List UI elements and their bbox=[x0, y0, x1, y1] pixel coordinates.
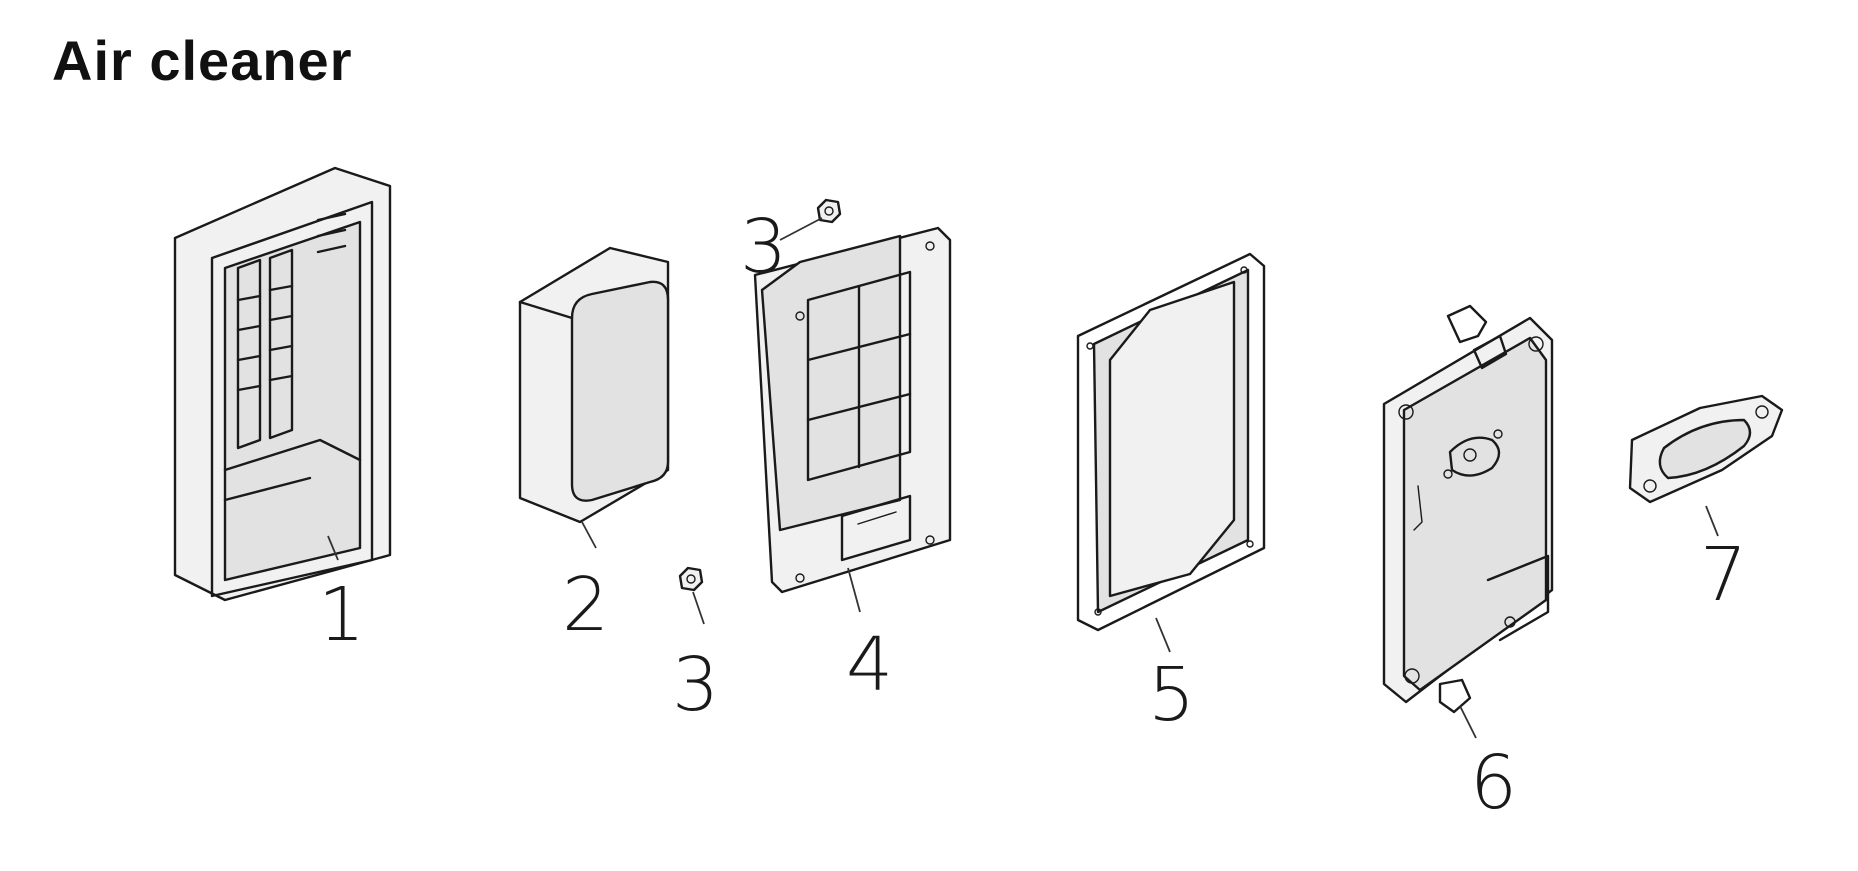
leader-7 bbox=[1705, 505, 1719, 537]
callout-4: 4 bbox=[846, 622, 893, 708]
callout-6: 6 bbox=[1470, 740, 1517, 826]
callout-2: 2 bbox=[562, 562, 609, 648]
leader-6 bbox=[1459, 705, 1477, 739]
leader-4 bbox=[847, 567, 861, 613]
part-7-small-gasket bbox=[1628, 394, 1784, 504]
page-title: Air cleaner bbox=[52, 29, 353, 92]
leader-2 bbox=[581, 521, 597, 549]
part-6-base-plate bbox=[1382, 304, 1554, 714]
part-5-gasket bbox=[1076, 252, 1266, 632]
callout-7: 7 bbox=[1700, 532, 1747, 618]
callout-1: 1 bbox=[318, 572, 365, 658]
part-3-nut-lower bbox=[678, 566, 704, 592]
part-1-cleaner-cover bbox=[173, 166, 392, 602]
callout-5: 5 bbox=[1148, 652, 1195, 738]
callout-3-lower: 3 bbox=[672, 642, 719, 728]
leader-3-lower bbox=[692, 591, 705, 625]
part-2-filter-element bbox=[518, 246, 670, 524]
leader-1 bbox=[327, 535, 339, 561]
callout-3-upper: 3 bbox=[740, 204, 787, 290]
leader-3-upper bbox=[779, 217, 823, 241]
leader-5 bbox=[1155, 617, 1171, 653]
part-4-filter-base bbox=[753, 226, 952, 594]
